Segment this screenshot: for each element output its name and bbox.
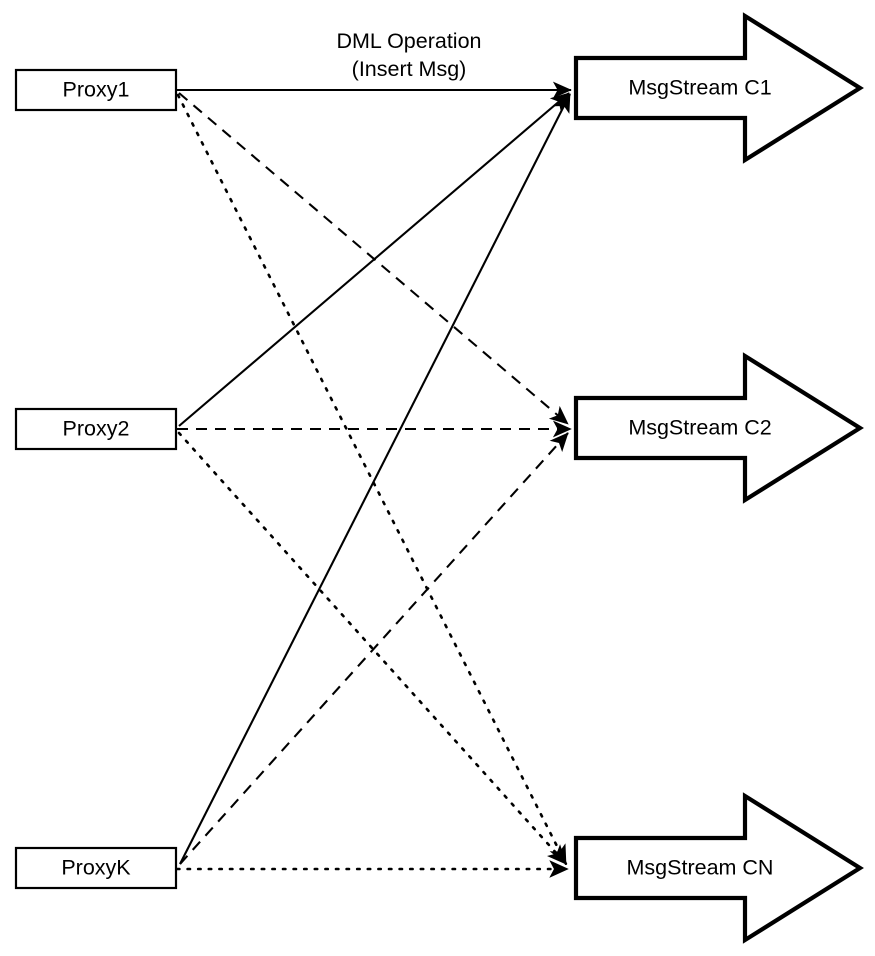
dml-operation-caption: DML Operation (Insert Msg) [337,29,482,81]
edge-proxyk-to-stream-c1[interactable] [179,93,571,865]
proxy-node-proxy1[interactable]: Proxy1 [14,68,178,112]
stream-c2-arrow-shape[interactable] [573,352,864,504]
proxy-node-proxy2[interactable]: Proxy2 [14,407,178,451]
proxy1-label: Proxy1 [63,78,130,102]
edge-proxy1-to-stream-c2[interactable] [178,92,569,425]
stream-c1-label: MsgStream C1 [628,76,771,100]
stream-cn-arrow-shape[interactable] [573,792,864,944]
edge-proxy1-to-stream-cn[interactable] [176,93,568,866]
proxyk-box[interactable] [14,846,178,890]
proxy-node-proxyk[interactable]: ProxyK [14,846,178,890]
caption-line-2: (Insert Msg) [352,57,467,81]
stream-cn-label: MsgStream CN [627,856,774,880]
proxy2-box[interactable] [14,407,178,451]
proxy1-box[interactable] [14,68,178,112]
stream-node-cn[interactable]: MsgStream CN [573,792,864,944]
stream-node-c1[interactable]: MsgStream C1 [573,12,864,164]
stream-node-c2[interactable]: MsgStream C2 [573,352,864,504]
caption-line-1: DML Operation [337,29,482,53]
edge-proxyk-to-stream-c2[interactable] [179,432,569,865]
edge-proxy2-to-stream-cn[interactable] [177,431,568,866]
edge-group [175,81,572,878]
stream-c1-arrow-shape[interactable] [573,12,864,164]
proxyk-label: ProxyK [61,856,131,880]
stream-c2-label: MsgStream C2 [628,416,771,440]
edge-proxy2-to-stream-c1[interactable] [178,92,570,427]
proxy2-label: Proxy2 [63,417,130,441]
